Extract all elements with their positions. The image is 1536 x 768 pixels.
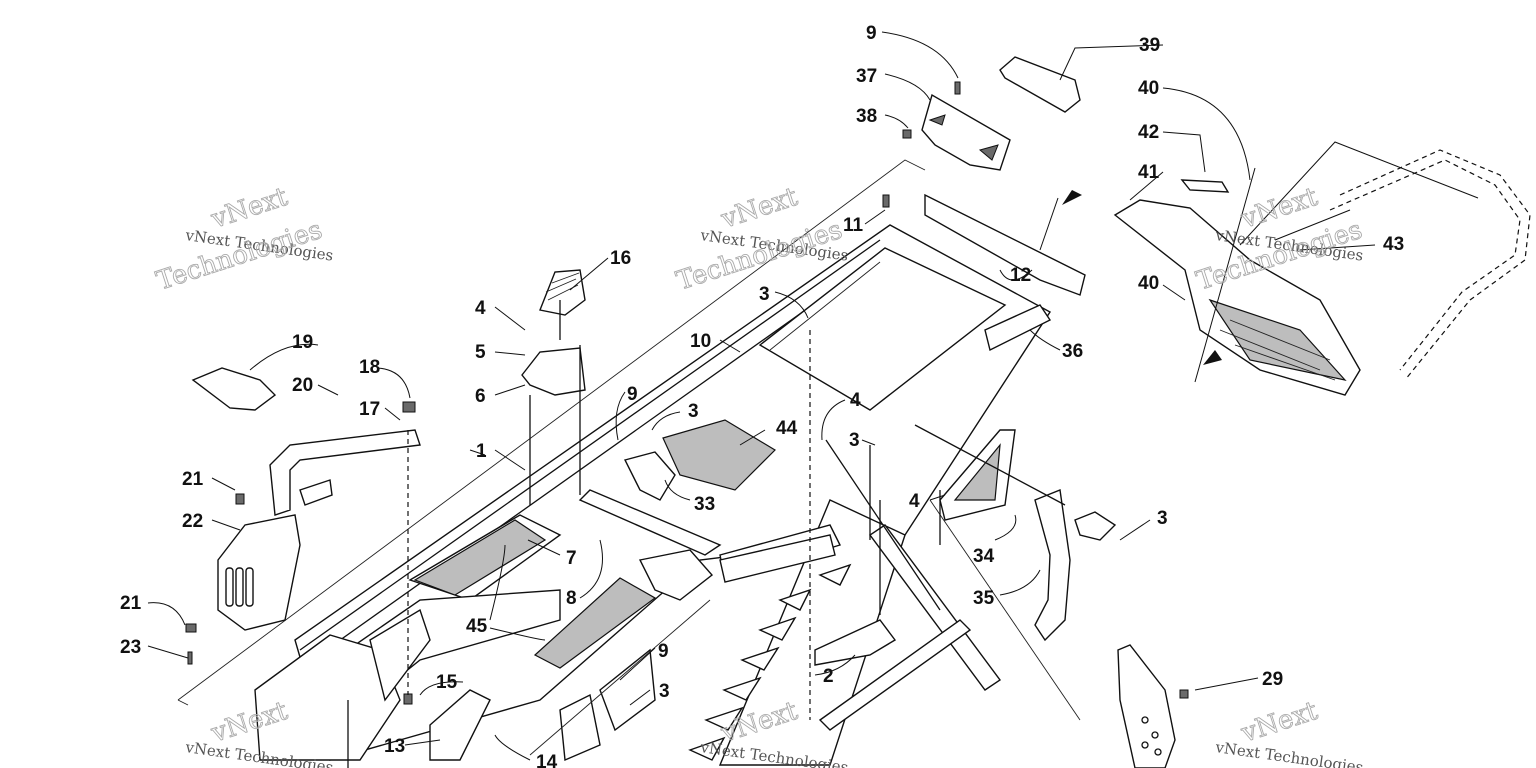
callout-14: 14 (536, 752, 558, 768)
callout-40-b: 40 (1138, 273, 1159, 294)
callout-41: 41 (1138, 162, 1160, 183)
watermark-big-9: vNext (1237, 696, 1322, 749)
callout-15: 15 (436, 672, 458, 693)
callout-2: 2 (823, 666, 834, 687)
watermark-big-5: vNext (1237, 182, 1322, 235)
part-6-bracket (521, 347, 586, 396)
callout-45: 45 (466, 616, 488, 637)
watermark-big-3: vNext (717, 182, 802, 235)
part-35-arm (1034, 489, 1117, 642)
callout-9-a: 9 (866, 23, 877, 44)
rear-bumper-hoop (1194, 141, 1531, 383)
callout-22: 22 (182, 511, 203, 532)
callout-5: 5 (475, 342, 486, 363)
callout-40-a: 40 (1138, 78, 1159, 99)
part-22-bracket (217, 514, 301, 631)
part-44-mat (662, 419, 776, 491)
callout-3-a: 3 (759, 284, 770, 305)
callout-19: 19 (292, 332, 313, 353)
callout-44: 44 (776, 418, 798, 439)
callout-39: 39 (1139, 35, 1160, 56)
part-2-bracket (814, 619, 897, 666)
callout-7: 7 (566, 548, 577, 569)
part-34 (939, 429, 1016, 521)
callout-16: 16 (610, 248, 631, 269)
callout-11: 11 (843, 215, 864, 236)
callout-3-d: 3 (1157, 508, 1168, 529)
callout-4-a: 4 (475, 298, 486, 319)
callout-37: 37 (856, 66, 877, 87)
part-39-mount (999, 56, 1081, 113)
callout-9-c: 9 (658, 641, 669, 662)
tunnel-frame (177, 159, 1051, 766)
callout-12: 12 (1010, 265, 1031, 286)
arrow-icon-1 (1062, 190, 1082, 205)
hardware (185, 81, 1189, 705)
part-42-tag (1180, 179, 1230, 193)
callout-17: 17 (359, 399, 380, 420)
callout-20: 20 (292, 375, 313, 396)
part-19-cover (191, 367, 277, 411)
callout-1: 1 (476, 441, 487, 462)
part-17-handle (269, 429, 421, 516)
part-33-bracket (623, 451, 676, 501)
callout-18: 18 (359, 357, 380, 378)
part-41-flap (1113, 199, 1361, 396)
callout-8: 8 (566, 588, 577, 609)
callout-23: 23 (120, 637, 141, 658)
arrow-icon-2 (1203, 350, 1222, 365)
callout-29: 29 (1262, 669, 1283, 690)
callout-35: 35 (973, 588, 995, 609)
callout-38: 38 (856, 106, 877, 127)
callout-3-c: 3 (849, 430, 860, 451)
callout-labels: 1 2 3 3 3 3 3 4 4 4 5 6 7 8 9 9 9 10 11 … (120, 23, 1404, 768)
callout-6: 6 (475, 386, 486, 407)
callout-4-b: 4 (850, 390, 861, 411)
callout-10: 10 (690, 331, 711, 352)
callout-21-a: 21 (182, 469, 204, 490)
part-12-rail (924, 193, 1086, 296)
callout-21-b: 21 (120, 593, 142, 614)
callout-3-b: 3 (688, 401, 699, 422)
callout-34: 34 (973, 546, 995, 567)
watermark-small-6: vNext Technologies (1213, 738, 1364, 768)
callout-43: 43 (1383, 234, 1404, 255)
callout-33: 33 (694, 494, 715, 515)
part-29-bracket (1117, 644, 1176, 768)
callout-9-b: 9 (627, 384, 638, 405)
callout-4-c: 4 (909, 491, 920, 512)
running-board-pattern (688, 563, 852, 761)
callout-36: 36 (1062, 341, 1083, 362)
callout-3-e: 3 (659, 681, 670, 702)
callout-42: 42 (1138, 122, 1159, 143)
leader-lines (147, 31, 1376, 768)
part-16 (539, 269, 586, 316)
part-37-mount (921, 93, 1011, 171)
callout-13: 13 (384, 736, 405, 757)
